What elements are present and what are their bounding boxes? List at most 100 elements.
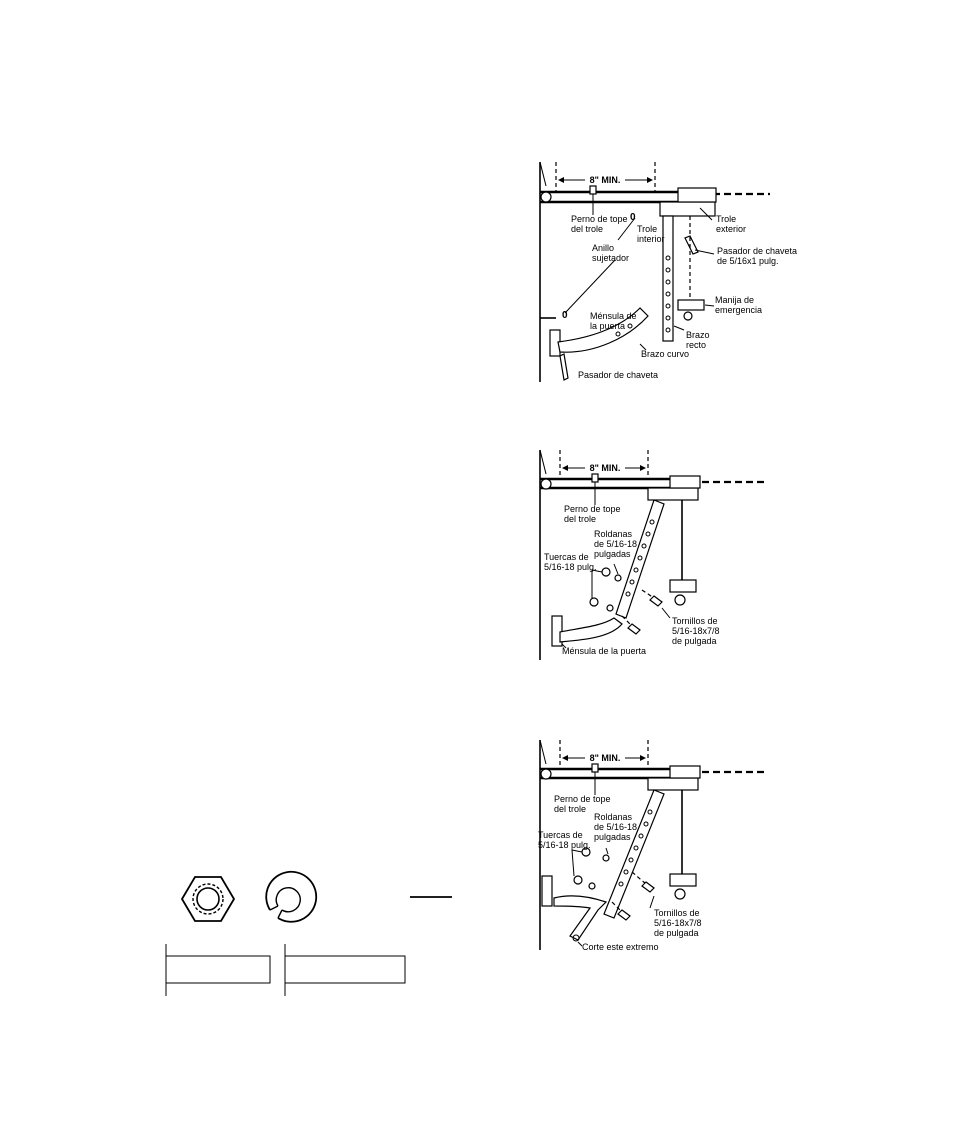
label-tuercas: Tuercas de xyxy=(538,830,583,840)
straight-arm xyxy=(603,789,665,919)
dimension-label: 8" MIN. xyxy=(590,463,621,473)
label-manija-2: emergencia xyxy=(715,305,762,315)
figure-2-arm-bolting: 8" MIN. Perno de tope del trole Roldanas… xyxy=(539,449,766,660)
label-tornillos: Tornillos de xyxy=(672,616,718,626)
trolley xyxy=(647,777,699,791)
label-roldanas-2: de 5/16-18 xyxy=(594,822,637,832)
label-pasador-5-16: Pasador de chaveta xyxy=(717,246,797,256)
handle-clip xyxy=(674,888,686,900)
label-perno-tope-2: del trole xyxy=(554,804,586,814)
label-roldanas: Roldanas xyxy=(594,529,633,539)
nut-1-icon xyxy=(601,567,611,577)
figure-1-arm-assembly: 8" MIN. 0 0 Perno de tope del trole Trol… xyxy=(539,161,797,382)
arrow-right-icon xyxy=(640,465,646,471)
wall-edge xyxy=(539,161,547,187)
label-anillo: Anillo xyxy=(592,243,614,253)
label-perno-tope-2: del trole xyxy=(571,224,603,234)
label-tuercas-2: 5/16-18 pulg. xyxy=(538,840,591,850)
header-bracket xyxy=(540,768,552,780)
emergency-handle xyxy=(669,579,697,593)
label-manija: Manija de xyxy=(715,295,754,305)
label-mensula-2: la puerta xyxy=(590,321,625,331)
curved-arm xyxy=(557,307,649,353)
bolt-1-icon xyxy=(649,595,663,607)
straight-arm xyxy=(662,215,674,342)
straight-arm-holes xyxy=(625,519,655,597)
label-perno-tope: Perno de tope xyxy=(564,504,621,514)
label-pasador-5-16-2: de 5/16x1 pulg. xyxy=(717,256,779,266)
ring-fastener-2-icon: 0 xyxy=(562,310,568,321)
clevis-pin-icon xyxy=(559,353,569,381)
wall-edge xyxy=(539,739,547,765)
label-tornillos: Tornillos de xyxy=(654,908,700,918)
curved-arm xyxy=(553,895,608,941)
label-perno-tope: Perno de tope xyxy=(571,214,628,224)
handle-clip xyxy=(674,594,686,606)
handle-clip xyxy=(683,311,693,321)
washer-1-icon xyxy=(614,574,622,582)
door-bracket xyxy=(541,875,553,907)
arrow-right-icon xyxy=(647,177,653,183)
label-pasador: Pasador de chaveta xyxy=(578,370,658,380)
label-tornillos-2: 5/16-18x7/8 xyxy=(672,626,720,636)
label-roldanas-2: de 5/16-18 xyxy=(594,539,637,549)
label-roldanas-3: pulgadas xyxy=(594,549,631,559)
label-tornillos-3: de pulgada xyxy=(672,636,717,646)
arrow-left-icon xyxy=(558,177,564,183)
trolley-stop-bolt xyxy=(591,473,599,483)
label-tornillos-3: de pulgada xyxy=(654,928,699,938)
label-corte: Corte este extremo xyxy=(582,942,659,952)
label-trole-interior-2: interior xyxy=(637,234,665,244)
arrow-right-icon xyxy=(640,755,646,761)
washer-2-icon xyxy=(588,882,596,890)
label-roldanas-3: pulgadas xyxy=(594,832,631,842)
label-anillo-2: sujetador xyxy=(592,253,629,263)
clevis-pin-5-16-icon xyxy=(684,235,699,255)
label-trole-interior: Trole xyxy=(637,224,657,234)
figure-3-arm-cut: 8" MIN. Perno de tope del trole Roldanas… xyxy=(538,739,766,952)
emergency-handle xyxy=(677,299,705,311)
dimension-label: 8" MIN. xyxy=(590,753,621,763)
trolley-stop-bolt xyxy=(589,185,597,195)
header-bracket xyxy=(540,478,552,490)
inner-trolley xyxy=(659,201,716,217)
label-trole-exterior-2: exterior xyxy=(716,224,746,234)
trolley-stop-bolt xyxy=(591,763,599,773)
header-bracket xyxy=(540,191,552,203)
label-trole-exterior: Trole xyxy=(716,214,736,224)
outer-trolley xyxy=(669,765,701,779)
straight-arm-holes xyxy=(618,809,653,887)
arrow-left-icon xyxy=(562,465,568,471)
bolt-1-icon xyxy=(641,881,655,893)
curved-arm xyxy=(559,617,623,643)
label-brazo-recto: Brazo xyxy=(686,330,710,340)
dimension-label: 8" MIN. xyxy=(590,175,621,185)
outer-trolley xyxy=(669,475,701,489)
washer-2-icon xyxy=(606,604,614,612)
nut-2-icon xyxy=(573,875,583,885)
emergency-handle xyxy=(669,873,697,887)
straight-arm xyxy=(615,499,665,619)
trolley xyxy=(647,487,699,501)
ring-fastener-icon: 0 xyxy=(630,212,636,223)
label-brazo-curvo: Brazo curvo xyxy=(641,349,689,359)
label-perno-tope-2: del trole xyxy=(564,514,596,524)
label-perno-tope: Perno de tope xyxy=(554,794,611,804)
label-mensula: Ménsula de xyxy=(590,311,637,321)
arrow-left-icon xyxy=(562,755,568,761)
bolt-2-icon xyxy=(627,623,641,635)
label-tornillos-2: 5/16-18x7/8 xyxy=(654,918,702,928)
washer-1-icon xyxy=(602,854,610,862)
outer-trolley xyxy=(677,187,717,203)
label-mensula: Ménsula de la puerta xyxy=(562,646,646,656)
label-roldanas: Roldanas xyxy=(594,812,633,822)
hardware-illustrations xyxy=(165,870,452,996)
label-brazo-recto-2: recto xyxy=(686,340,706,350)
bolt-2-icon xyxy=(617,909,631,921)
nut-2-icon xyxy=(589,597,599,607)
lock-washer-icon xyxy=(265,870,318,923)
measure-box-right xyxy=(284,955,406,984)
label-tuercas-2: 5/16-18 pulg. xyxy=(544,562,597,572)
wall-edge xyxy=(539,449,547,475)
measure-box-left xyxy=(165,955,271,984)
